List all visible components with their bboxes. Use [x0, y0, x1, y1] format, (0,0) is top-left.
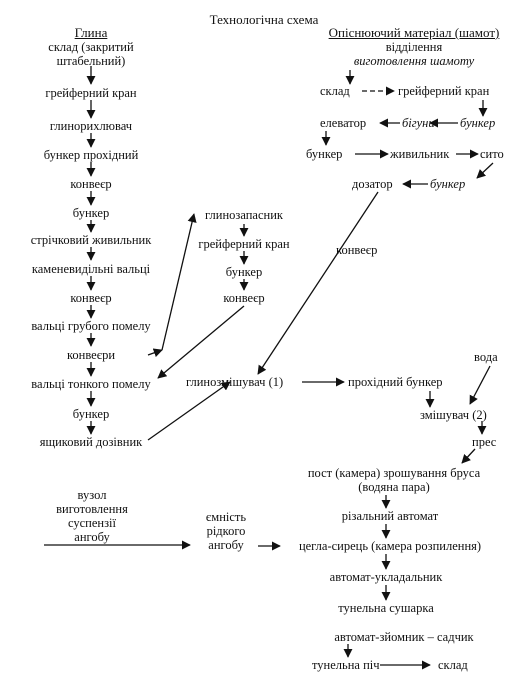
engobe-unit-line3: суспензії: [68, 516, 116, 530]
pass-through-bunker-lower: прохідний бункер: [348, 375, 443, 389]
chamotte-grab-crane: грейферний кран: [398, 84, 490, 98]
clay-storage-house: глинозапасник: [205, 208, 283, 222]
clay-storage-line2: штабельний): [56, 54, 126, 68]
sieve: сито: [480, 147, 504, 161]
chamotte-conveyor: конвеєр: [336, 243, 378, 257]
elevator: елеватор: [320, 116, 367, 130]
chamotte-dept-line2: виготовлення шамоту: [353, 54, 475, 68]
chamotte-dept-line1: відділення: [385, 40, 443, 54]
clay-storage-line1: склад (закритий: [48, 40, 134, 54]
middle-conveyor: конвеєр: [223, 291, 265, 305]
mixer-2: змішувач (2): [420, 408, 487, 422]
engobe-tank-line1: ємність: [205, 510, 247, 524]
tunnel-dryer: тунельна сушарка: [338, 601, 434, 615]
conveyor-1: конвеєр: [70, 177, 112, 191]
press: прес: [472, 435, 497, 449]
middle-bunker: бункер: [225, 265, 263, 279]
water: вода: [474, 350, 498, 364]
engobe-unit-line4: ангобу: [74, 530, 110, 544]
stone-separating-rolls: каменевидільні вальці: [31, 262, 151, 276]
middle-grab-crane: грейферний кран: [198, 237, 290, 251]
chamotte-bunker-1: бункер: [460, 116, 496, 130]
dosing-unit: дозатор: [352, 177, 393, 191]
arrow-r-dozator-mixer1: [257, 191, 379, 375]
arrow-r-sieve-bunker: [476, 162, 494, 179]
conveyor-2: конвеєр: [70, 291, 112, 305]
conveyors: конвеєри: [66, 348, 116, 362]
chamotte-feeder: живильник: [390, 147, 450, 161]
arrow-press-post: [461, 448, 476, 464]
arrow-m-to-fine-rolls: [157, 305, 245, 379]
arrow-to-storage-1: [147, 348, 163, 358]
unloader-setter: автомат-зйомник – садчик: [334, 630, 474, 644]
left-column-header: Глина: [74, 25, 108, 40]
bunker-lower-left: бункер: [72, 407, 110, 421]
arrow-water-mixer2: [469, 365, 491, 405]
right-column-header: Опіснюючий матеріал (шамот): [328, 25, 500, 40]
tunnel-kiln: тунельна піч: [312, 658, 380, 672]
chamotte-bunker-2: бункер: [306, 147, 343, 161]
clay-mixer-1: глинозмішувач (1): [186, 375, 284, 389]
coarse-grinding-rolls: вальці грубого помелу: [31, 319, 151, 333]
bunker-left: бункер: [72, 206, 110, 220]
engobe-tank-line2: рідкого: [206, 524, 246, 538]
cutting-machine: різальний автомат: [341, 509, 439, 523]
engobe-unit-line2: виготовлення: [56, 502, 128, 516]
clay-grab-crane: грейферний кран: [45, 86, 137, 100]
box-feeder: ящиковий дозівник: [39, 435, 143, 449]
page-title: Технологічна схема: [209, 12, 319, 27]
clay-loosener: глинорихлювач: [49, 119, 133, 133]
stacking-machine: автомат-укладальник: [329, 570, 443, 584]
engobe-tank-line3: ангобу: [208, 538, 244, 552]
final-storage: склад: [438, 658, 468, 672]
steaming-post-line1: пост (камера) зрошування бруса: [307, 466, 481, 480]
chamotte-storage: склад: [320, 84, 350, 98]
pass-through-bunker: бункер прохідний: [43, 148, 139, 162]
fine-grinding-rolls: вальці тонкого помелу: [31, 377, 151, 391]
arrow-to-storage-2: [161, 213, 197, 351]
green-brick: цегла-сирець (камера розпилення): [298, 539, 482, 553]
chamotte-bunker-3: бункер: [430, 177, 466, 191]
edge-runners: бігуни: [402, 116, 435, 130]
steaming-post-line2: (водяна пара): [358, 480, 430, 494]
belt-feeder: стрічковий живильник: [30, 233, 152, 247]
engobe-unit-line1: вузол: [77, 488, 107, 502]
arrow-doser-to-mixer1: [147, 381, 231, 441]
